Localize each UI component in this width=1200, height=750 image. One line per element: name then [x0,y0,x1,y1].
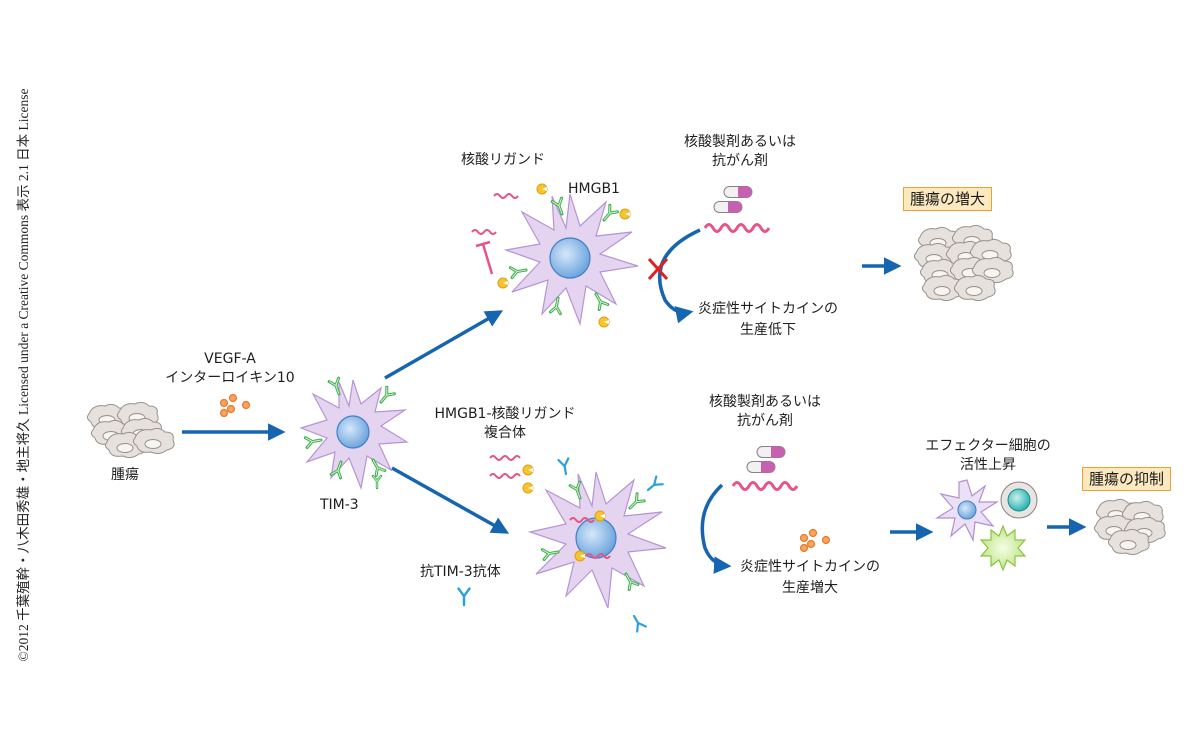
label-nucleic-ligand: 核酸リガンド [461,152,545,168]
label-drug-top-1: 核酸製剤あるいは [684,134,796,150]
dendritic-cell-bottom [527,471,667,609]
label-tumor: 腫瘍 [111,467,139,483]
label-effector-2: 活性上昇 [960,457,1016,473]
cytokine-dots-bottom [799,528,831,553]
arrow-cell-to-bottom [391,466,510,534]
label-cytokine-down-2: 生産低下 [740,322,796,338]
label-effector-1: エフェクター細胞の [925,438,1051,454]
result-tumor-suppression: 腫瘍の抑制 [1082,467,1172,491]
drug-pills-top [713,186,753,213]
arrow-curve-bottom [700,483,732,574]
tim3-legend-icon [371,474,383,490]
dendritic-cell-top [503,193,639,327]
tumor-cluster-left [86,401,175,459]
dendritic-cell-center [299,376,409,491]
drug-pills-bottom [746,446,786,473]
nucleic-acid-top [703,223,771,233]
nucleic-acid-bottom [731,481,799,491]
nucleic-ligand-top [471,193,519,275]
tumor-cluster-suppressed [1093,498,1166,556]
effector-dendritic-cell [934,479,1000,543]
label-complex-1: HMGB1-核酸リガンド [434,406,576,422]
hmgb1-complex [489,455,611,562]
arrow-cell-to-top [384,310,504,380]
label-drug-bottom-1: 核酸製剤あるいは [709,394,821,410]
result-tumor-growth: 腫瘍の増大 [903,187,993,211]
label-interleukin10: インターロイキン10 [165,370,295,386]
effector-t-cell [1000,481,1038,519]
effector-nk-cell [979,524,1027,572]
label-vegf-a: VEGF-A [204,351,256,367]
cytokine-dots-vegf [219,393,251,418]
flow-arrows [182,228,1087,574]
label-complex-2: 複合体 [484,425,526,441]
label-drug-bottom-2: 抗がん剤 [737,413,793,429]
label-hmgb1: HMGB1 [568,181,620,197]
label-cytokine-up-1: 炎症性サイトカインの [740,559,880,575]
label-tim3: TIM-3 [320,497,359,513]
tumor-cluster-growth [913,224,1014,302]
label-drug-top-2: 抗がん剤 [712,153,768,169]
arrow-curve-top [658,228,701,324]
label-cytokine-down-1: 炎症性サイトカインの [698,301,838,317]
label-anti-tim3: 抗TIM-3抗体 [420,564,501,580]
block-x-icon [647,257,669,281]
label-cytokine-up-2: 生産増大 [782,580,838,596]
